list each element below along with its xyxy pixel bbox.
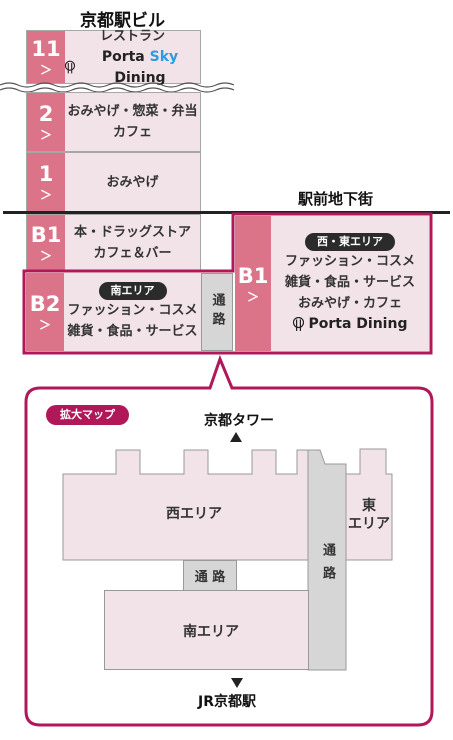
floor-1-content: おみやげ: [106, 174, 159, 190]
floor-11[interactable]: 11 ＞ レストラン Porta Sky Dining: [26, 29, 201, 86]
map-south-label: 南エリア: [183, 624, 239, 640]
map-west-label: 西エリア: [166, 506, 222, 522]
map-east-area: [345, 448, 393, 561]
underground-title: 駅前地下街: [298, 190, 374, 208]
floor-number-2: 2 ＞: [27, 93, 65, 151]
porta-dining: Porta Dining: [292, 314, 407, 335]
fork-knife-icon: [65, 60, 75, 74]
ground-line: [3, 211, 450, 214]
map-north-label: 京都タワー: [204, 413, 274, 429]
floor-11-line1: レストラン: [99, 28, 165, 44]
floor-1[interactable]: 1 ＞ おみやげ: [26, 152, 201, 212]
floor-number-11: 11 ＞: [27, 31, 65, 83]
chevron-right-icon: ＞: [39, 128, 52, 142]
map-horizontal-passage[interactable]: 通 路: [183, 560, 237, 591]
floor-building-b1[interactable]: B1 ＞ 本・ドラッグストア カフェ＆バー: [26, 214, 201, 272]
fork-knife-icon: [292, 316, 304, 331]
floor-break-wave: [0, 82, 235, 93]
westeast-area-badge: 西・東エリア: [305, 232, 395, 251]
underground-outline: [22, 212, 433, 355]
south-area-badge: 南エリア: [98, 282, 167, 300]
map-east-label: 東 エリア: [348, 498, 390, 532]
map-south-area: [104, 590, 309, 670]
chevron-right-icon: ＞: [246, 289, 259, 304]
underground-passage[interactable]: 通路: [201, 273, 233, 351]
floor-number-1: 1 ＞: [27, 153, 65, 211]
floor-2-content: おみやげ・惣菜・弁当 カフェ: [67, 104, 198, 140]
floor-number-b1-underground: B1 ＞: [235, 216, 271, 351]
floor-number-b1: B1 ＞: [27, 215, 65, 271]
building-title: 京都駅ビル: [80, 11, 165, 31]
chevron-right-icon: ＞: [38, 318, 51, 332]
chevron-right-icon: ＞: [39, 63, 52, 77]
floor-11-content: レストラン Porta Sky Dining: [65, 29, 200, 86]
chevron-right-icon: ＞: [39, 249, 52, 263]
floor-2[interactable]: 2 ＞ おみやげ・惣菜・弁当 カフェ: [26, 92, 201, 152]
map-vertical-passage-label: 通路: [320, 543, 335, 589]
porta-sky-dining: Porta Sky Dining: [65, 47, 200, 89]
chevron-right-icon: ＞: [39, 188, 52, 202]
south-area-content: 南エリア ファッション・コスメ 雑貨・食品・サービス: [67, 282, 198, 339]
triangle-up-icon: [230, 432, 242, 442]
floor-number-b2: B2 ＞: [26, 273, 64, 351]
floor-b1-content: 本・ドラッグストア カフェ＆バー: [73, 225, 191, 261]
map-badge: 拡大マップ: [46, 405, 129, 425]
map-vertical-passage[interactable]: [0, 440, 453, 680]
floor-south-b2[interactable]: B2 ＞ 南エリア ファッション・コスメ 雑貨・食品・サービス: [26, 273, 201, 351]
triangle-down-icon: [231, 678, 243, 688]
floor-westeast-b1[interactable]: B1 ＞ 西・東エリア ファッション・コスメ 雑貨・食品・サービス おみやげ・カ…: [235, 216, 429, 351]
westeast-area-content: 西・東エリア ファッション・コスメ 雑貨・食品・サービス おみやげ・カフェ Po…: [271, 216, 429, 351]
map-south-station-label: JR京都駅: [198, 694, 256, 710]
